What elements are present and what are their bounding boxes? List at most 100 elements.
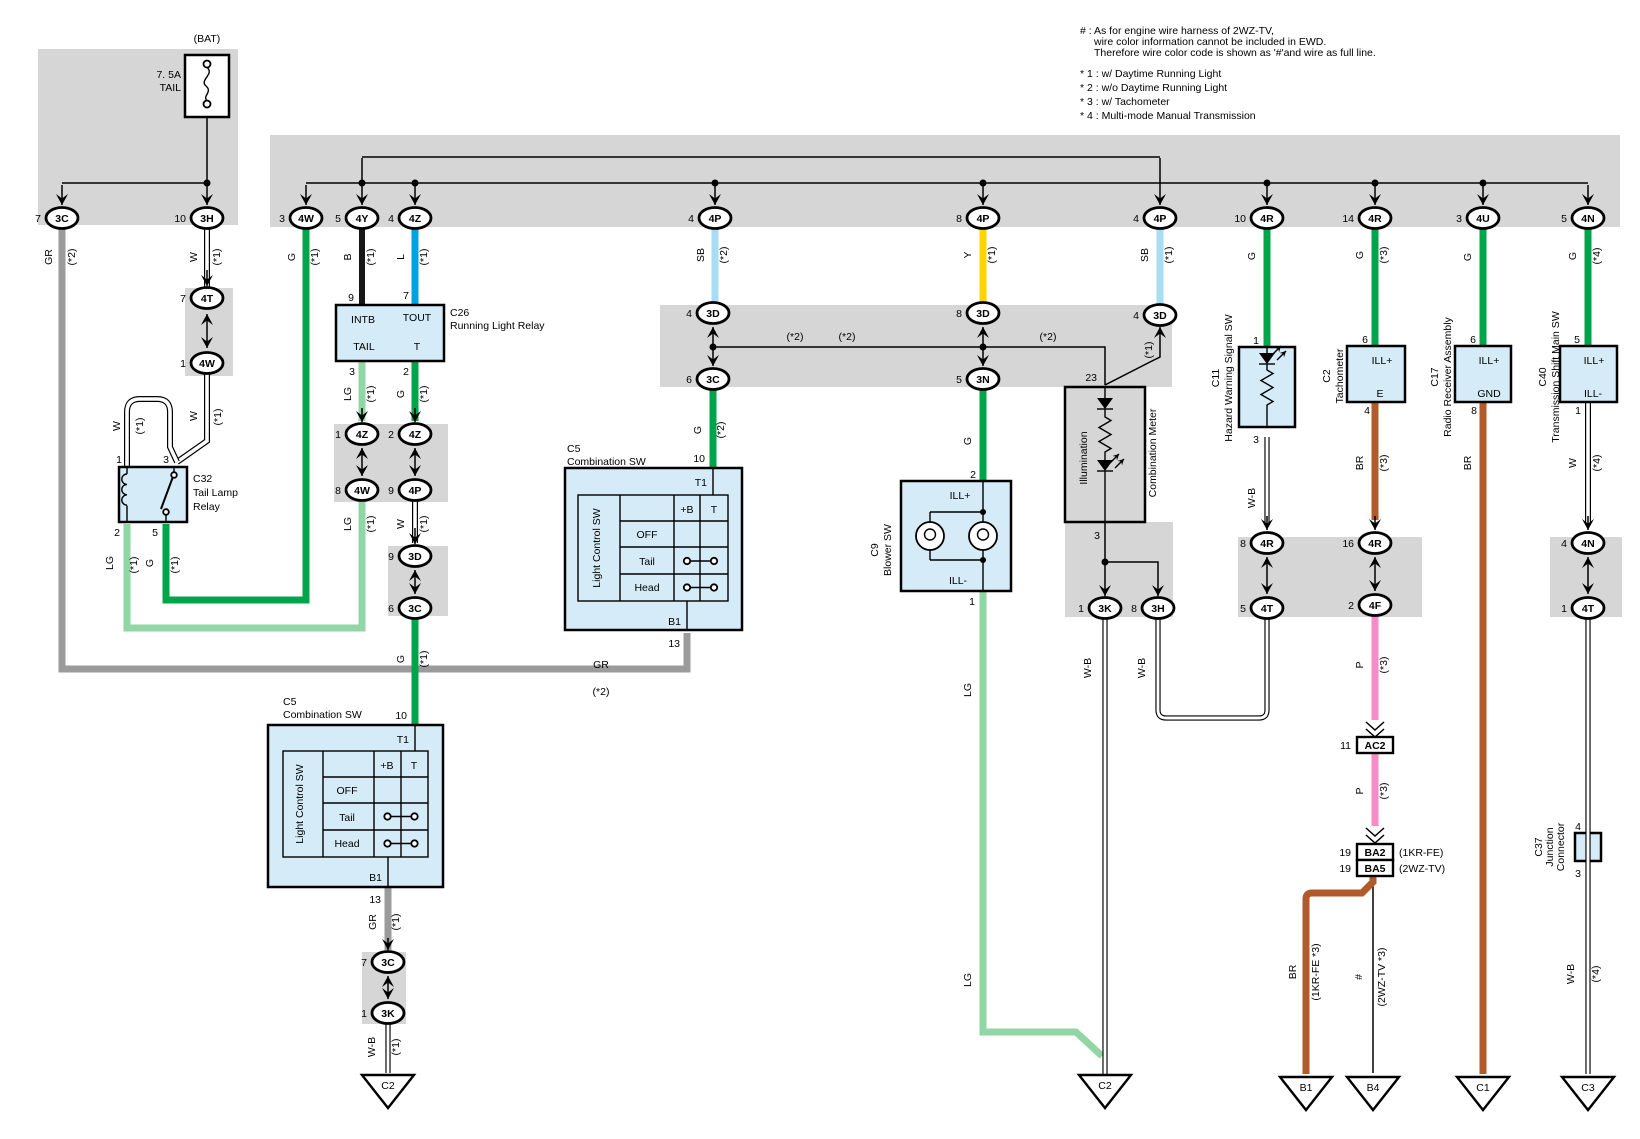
wire-label: (*1) <box>128 557 140 574</box>
connector-pin: 1 <box>180 358 186 370</box>
wire-label: (*3) <box>1378 455 1390 472</box>
connector-code: 3H <box>1151 603 1164 615</box>
connector-code: 4P <box>977 213 990 225</box>
inline-connector-pin: 19 <box>1339 847 1351 859</box>
connector-code: 4R <box>1260 213 1274 225</box>
wire-label: (*1) <box>418 651 430 668</box>
ground-symbol-B4 <box>1344 1075 1402 1112</box>
wire-label: Y <box>962 251 974 258</box>
connector-4U <box>1465 206 1501 230</box>
wire-label: (*1) <box>418 516 430 533</box>
connector-code: 4T <box>1582 603 1595 615</box>
fuse-name: (BAT) <box>194 33 221 45</box>
connector-4P <box>697 206 733 230</box>
table-header: T <box>711 504 718 516</box>
connector-code: 3K <box>381 1008 395 1020</box>
table-row-label: Tail <box>339 812 355 824</box>
table-title: Light Control SW <box>591 508 603 587</box>
terminal-label: E <box>1376 388 1383 400</box>
wire-lg-blower <box>979 591 1105 1059</box>
connector-4Z <box>344 422 380 446</box>
wire-label: GR <box>43 249 55 265</box>
note-line: * 3 : w/ Tachometer <box>1080 96 1170 108</box>
inline-connector-AC2 <box>1355 735 1395 755</box>
connector-pin: 3 <box>279 213 285 225</box>
wire-label: G <box>144 559 156 567</box>
wire-label: (*4) <box>1591 455 1603 472</box>
wire-label: (*2) <box>593 686 610 698</box>
inline-connector-variant: (1KR-FE) <box>1399 847 1443 859</box>
ground-symbol-C2 <box>359 1073 417 1110</box>
wire-label: G <box>395 655 407 663</box>
connector-pin: 4 <box>1133 310 1139 322</box>
connector-4T <box>189 286 225 310</box>
wire-label: G <box>962 437 974 445</box>
connector-code: 3C <box>408 603 422 615</box>
connector-code: 3D <box>976 308 990 320</box>
wire-label: W <box>111 421 123 431</box>
connector-pin: 8 <box>1131 603 1137 615</box>
pin-number: 2 <box>970 469 976 481</box>
pin-number: 3 <box>163 454 169 466</box>
ground-label: B1 <box>1300 1082 1313 1094</box>
wire-label: W <box>188 411 200 421</box>
connector-3K <box>1087 596 1123 620</box>
inline-connector-variant: (2WZ-TV) <box>1399 863 1445 875</box>
wire-label: (*1) <box>418 386 430 403</box>
connector-4Z <box>397 422 433 446</box>
pin-number: 4 <box>1364 405 1370 417</box>
component-name: C2 <box>1321 369 1333 383</box>
connector-pin: 2 <box>388 429 394 441</box>
wire-label: (*1) <box>212 409 224 426</box>
pin-number: 8 <box>1471 405 1477 417</box>
terminal-label: B1 <box>668 616 681 628</box>
bulb-icon <box>915 521 945 551</box>
component-name: Tachometer <box>1334 348 1346 403</box>
wire-label: (*2) <box>715 422 727 439</box>
wire-label: (*2) <box>839 331 856 343</box>
connector-4Y <box>344 206 380 230</box>
connector-code: 4Z <box>409 429 422 441</box>
inline-connector-pin: 11 <box>1340 740 1351 752</box>
connector-pin: 4 <box>686 308 692 320</box>
connector-code: 4U <box>1476 213 1489 225</box>
wire-label: (*1) <box>418 249 430 266</box>
pin-number: 23 <box>1085 372 1097 384</box>
wire-br-b1 <box>1302 877 1377 1074</box>
connector-pin: 4 <box>1561 538 1567 550</box>
connector-code: 4R <box>1368 538 1382 550</box>
component-name: Blower SW <box>882 524 894 576</box>
connector-code: 4W <box>298 213 314 225</box>
wire-label: (*1) <box>1163 247 1175 264</box>
component-name: Connector <box>1555 822 1567 871</box>
table-row-label: OFF <box>337 785 358 797</box>
connector-4N <box>1570 206 1606 230</box>
component-name: Tail Lamp <box>193 487 238 499</box>
connector-pin: 1 <box>1078 603 1084 615</box>
wire-label: (*1) <box>390 914 402 931</box>
connector-code: 3H <box>200 213 213 225</box>
connector-pin: 8 <box>1240 538 1246 550</box>
component-name: C40 <box>1537 367 1549 386</box>
bus-lines <box>62 107 1588 1073</box>
led-icon <box>1097 460 1113 471</box>
wire-label: L <box>395 254 407 260</box>
pin-number: 3 <box>349 366 355 378</box>
connector-4T <box>1249 596 1285 620</box>
fuse-rating: TAIL <box>160 82 182 94</box>
terminal-label: B1 <box>369 872 382 884</box>
wire-label: G <box>692 426 704 434</box>
connector-code: 4P <box>709 213 722 225</box>
connector-pin: 7 <box>361 957 367 969</box>
ground-label: C3 <box>1581 1082 1595 1094</box>
pin-number: 9 <box>348 292 354 304</box>
wire-label: B <box>342 253 354 260</box>
terminal-label: TOUT <box>403 312 432 324</box>
connector-code: 3K <box>1098 603 1112 615</box>
connector-3C <box>695 367 731 391</box>
pin-number: 10 <box>693 453 705 465</box>
wire-label: (*1) <box>1143 342 1155 359</box>
wires <box>58 229 1592 1074</box>
connector-pin: 8 <box>335 485 341 497</box>
wire-label: (*1) <box>365 249 377 266</box>
